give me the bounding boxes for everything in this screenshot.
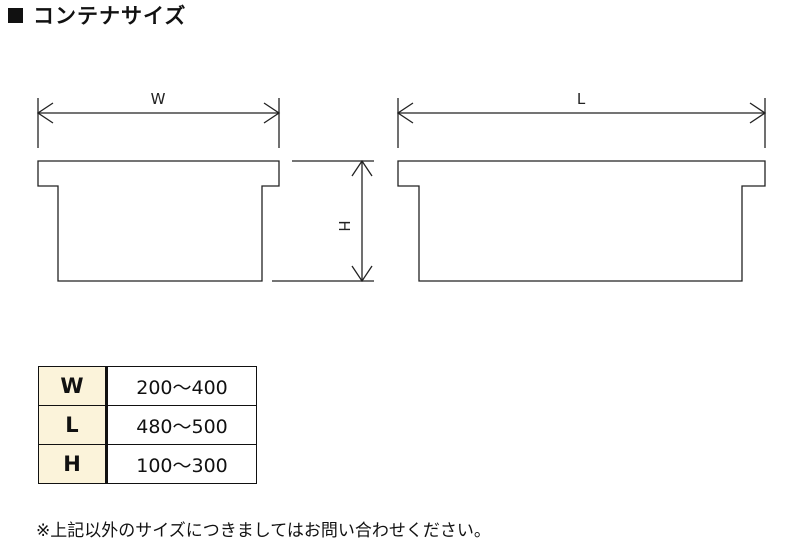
size-key: H (38, 444, 108, 484)
section-heading: コンテナサイズ (8, 0, 186, 30)
table-row: L 480〜500 (38, 405, 257, 445)
size-value: 480〜500 (106, 405, 257, 445)
l-arrow-left (396, 102, 414, 124)
w-arrow-left (36, 102, 54, 124)
w-label: W (151, 90, 166, 108)
footnote: ※上記以外のサイズにつきましてはお問い合わせください。 (36, 521, 491, 541)
size-table: W 200〜400 L 480〜500 H 100〜300 (38, 366, 257, 484)
table-row: W 200〜400 (38, 366, 257, 406)
l-arrow-right (749, 102, 767, 124)
front-view-outline (37, 160, 280, 282)
side-view-outline (397, 160, 766, 282)
section-title: コンテナサイズ (33, 4, 187, 28)
w-arrow-right (263, 102, 281, 124)
h-arrow-bottom (351, 265, 373, 283)
size-key: L (38, 405, 108, 445)
h-arrow-top (351, 159, 373, 177)
l-label: L (577, 90, 586, 108)
size-key: W (38, 366, 108, 406)
h-label: H (335, 220, 353, 231)
size-value: 200〜400 (106, 366, 257, 406)
square-bullet-icon (8, 7, 23, 23)
size-value: 100〜300 (106, 444, 257, 484)
table-row: H 100〜300 (38, 444, 257, 484)
